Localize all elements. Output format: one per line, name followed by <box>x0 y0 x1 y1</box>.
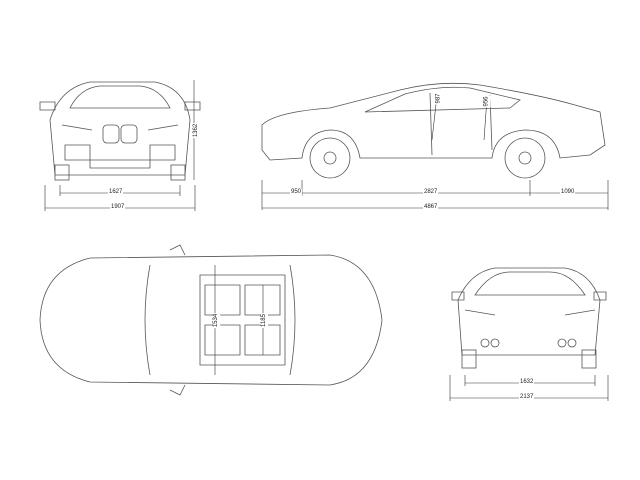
front-overhang-label: 950 <box>290 189 303 196</box>
rear-track-label: 1632 <box>519 379 535 386</box>
front-width-label: 1907 <box>110 204 126 211</box>
rear-overhang-label: 1090 <box>560 189 576 196</box>
top-view <box>39 244 383 396</box>
wheelbase-label: 2827 <box>423 189 439 196</box>
front-interior-width-label: 1534 <box>213 312 221 329</box>
rear-width-label: 2137 <box>519 394 535 401</box>
rear-interior-width-label: 1185 <box>260 313 268 328</box>
rear-headroom-label: 956 <box>483 95 491 108</box>
height-label: 1362 <box>193 122 201 139</box>
front-track-label: 1627 <box>108 189 124 196</box>
front-headroom-label: 987 <box>435 92 443 105</box>
length-label: 4867 <box>423 204 439 211</box>
